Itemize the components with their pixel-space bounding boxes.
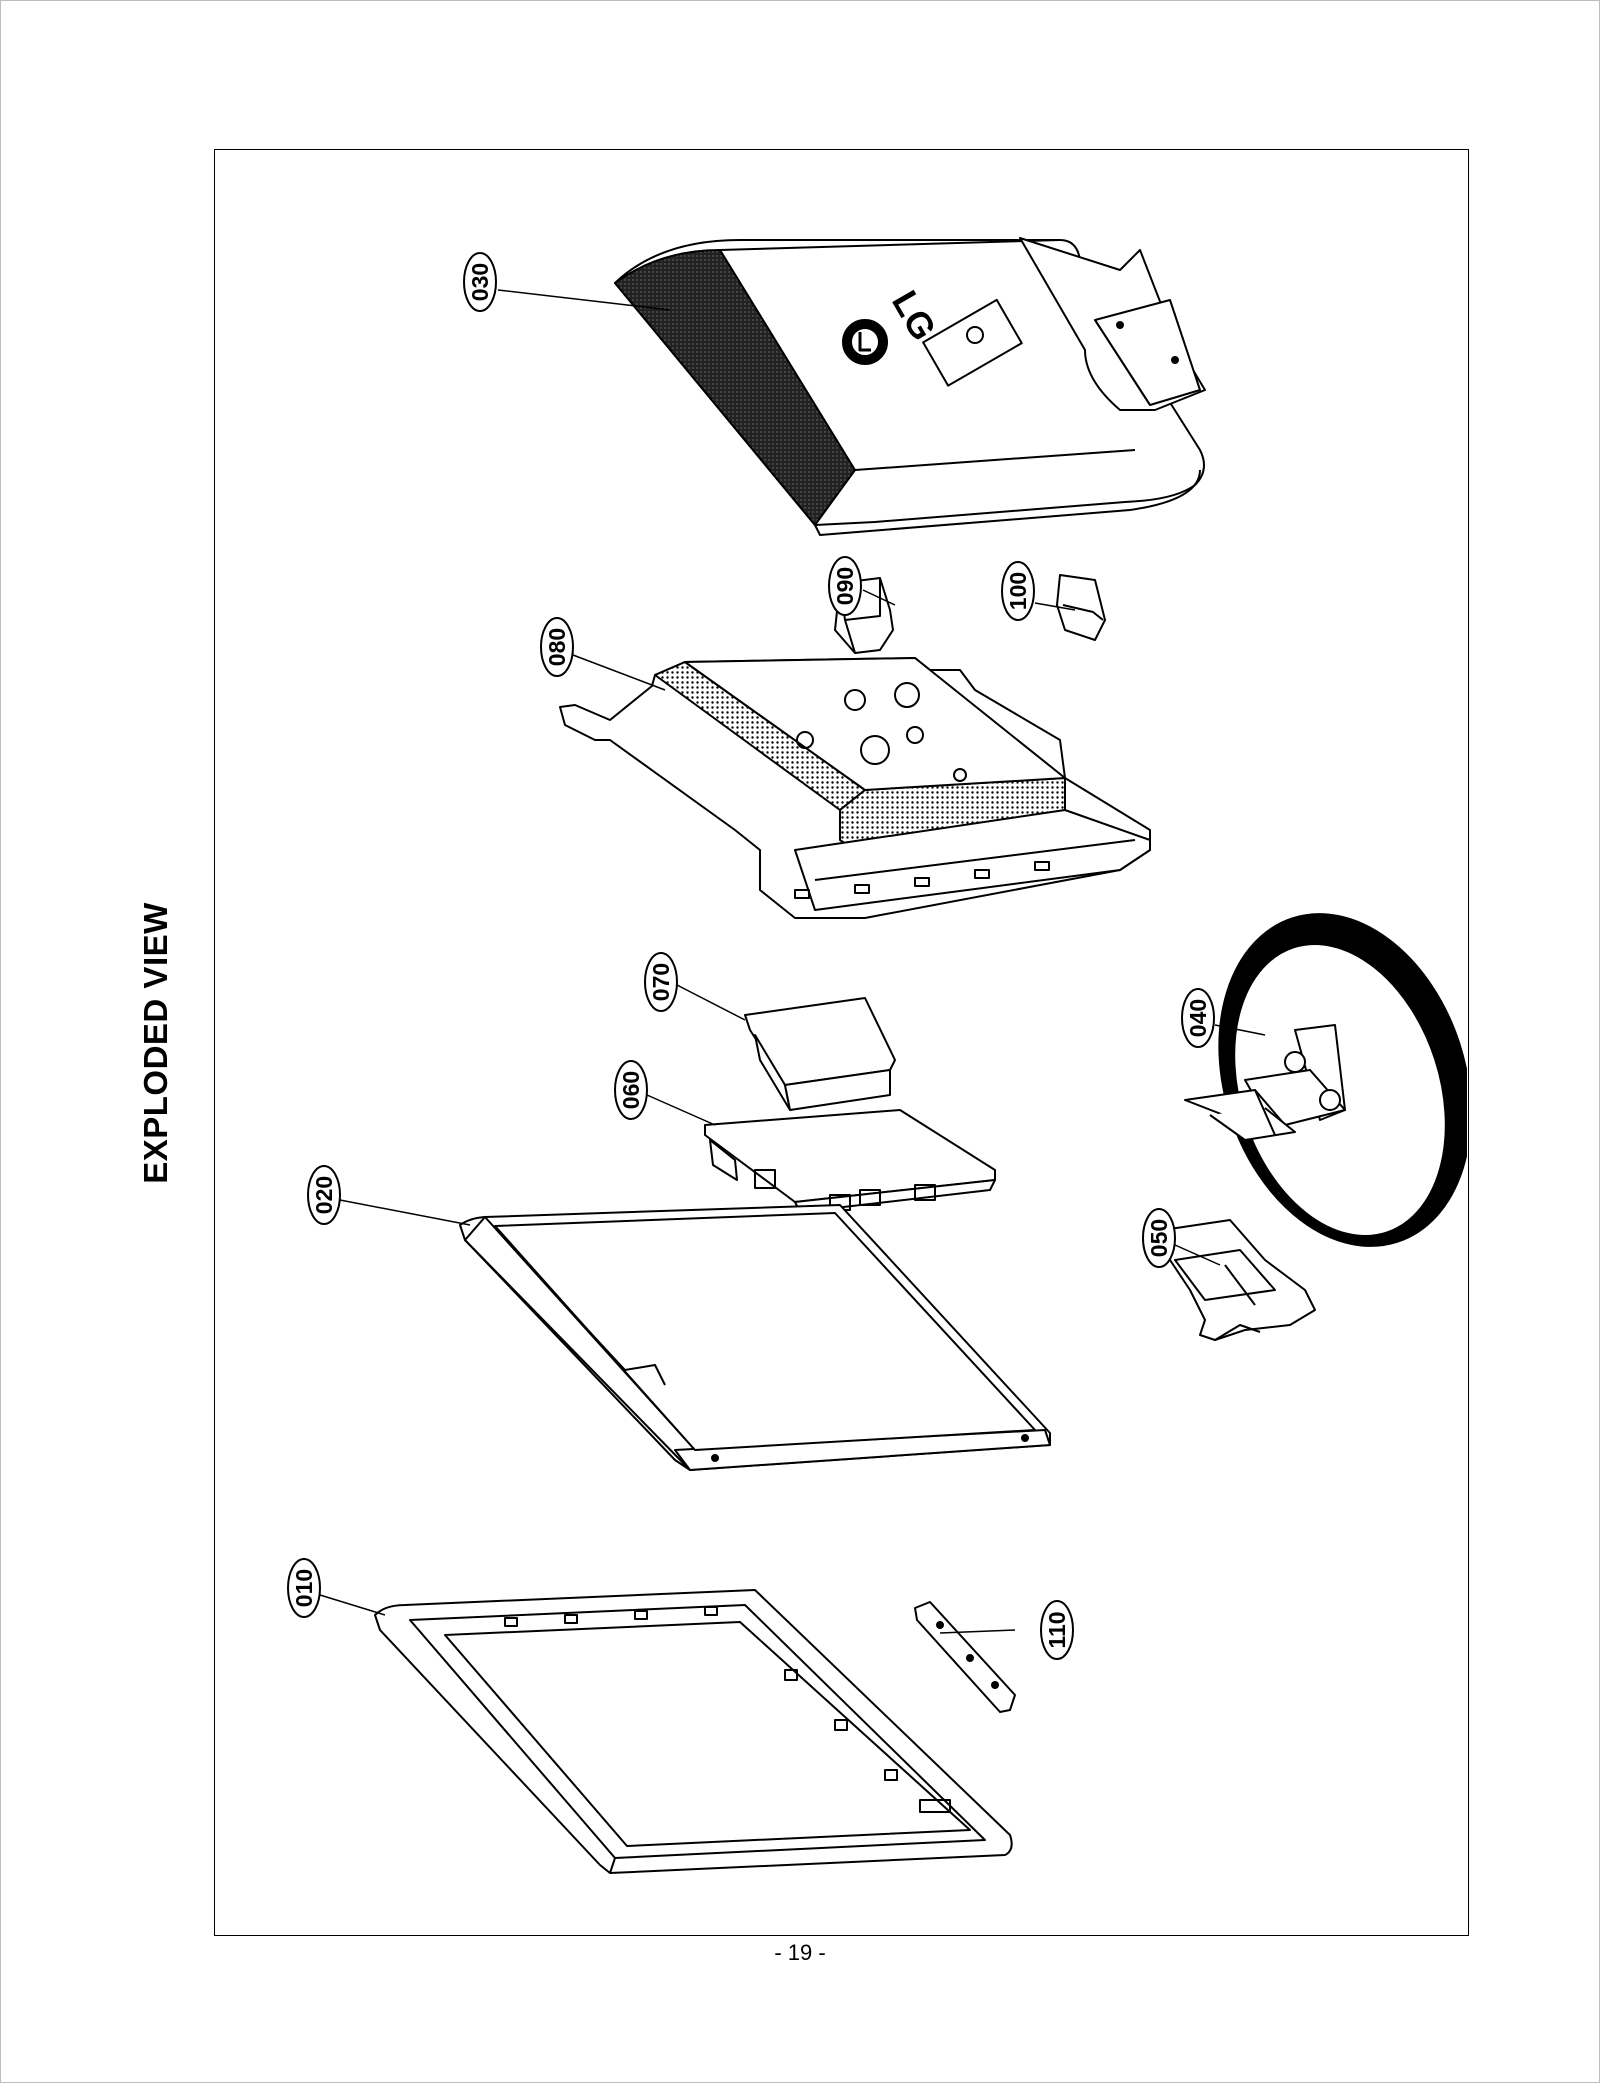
callout-040: 040	[1181, 988, 1215, 1048]
control-pcb-part	[914, 1601, 1016, 1713]
page-title-text: EXPLODED VIEW	[137, 902, 174, 1184]
svg-text:070: 070	[648, 963, 674, 1001]
svg-text:060: 060	[618, 1071, 644, 1109]
callout-080: 080	[540, 617, 574, 677]
stand-hinge-part	[1162, 1219, 1316, 1341]
svg-text:030: 030	[467, 263, 493, 301]
callout-070: 070	[644, 952, 678, 1012]
callout-020: 020	[307, 1165, 341, 1225]
callout-030: 030	[463, 252, 497, 312]
svg-text:100: 100	[1005, 572, 1031, 610]
shield-case-part	[559, 657, 1151, 919]
hinge-cover-right-part	[1056, 574, 1106, 641]
callout-010: 010	[287, 1558, 321, 1618]
callout-050: 050	[1142, 1208, 1176, 1268]
svg-text:090: 090	[832, 567, 858, 605]
callouts: 030 090 100 080 070 060	[287, 252, 1215, 1660]
svg-text:010: 010	[291, 1569, 317, 1607]
main-pcb-part	[704, 1109, 996, 1213]
callout-110: 110	[1040, 1600, 1074, 1660]
svg-text:020: 020	[311, 1176, 337, 1214]
front-cabinet-part	[374, 1589, 1013, 1874]
leader-lines	[319, 289, 1266, 1634]
lcd-module-part	[459, 1204, 1051, 1471]
exploded-view-diagram: LG	[287, 237, 1467, 1874]
svg-text:050: 050	[1146, 1219, 1172, 1257]
back-cover-part: LG	[614, 237, 1206, 536]
svg-text:040: 040	[1185, 999, 1211, 1037]
callout-090: 090	[828, 556, 862, 616]
diagram-frame: LG	[214, 149, 1469, 1936]
callout-060: 060	[614, 1060, 648, 1120]
page-number: - 19 -	[774, 1940, 826, 1965]
stand-base-part	[1184, 913, 1467, 1247]
small-pcb-part	[744, 997, 896, 1111]
callout-100: 100	[1001, 561, 1035, 621]
svg-text:080: 080	[544, 628, 570, 666]
svg-text:110: 110	[1044, 1611, 1070, 1648]
